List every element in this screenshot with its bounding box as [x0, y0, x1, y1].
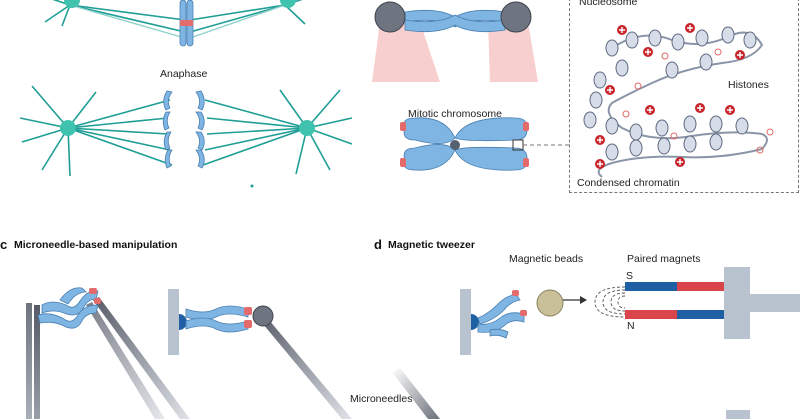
panel-d-assembly	[460, 267, 800, 419]
panel-c-letter: c	[0, 237, 8, 252]
mitotic-chromosome	[400, 117, 569, 171]
glass-surface-d	[460, 289, 471, 355]
paired-magnets-label: Paired magnets	[627, 253, 701, 265]
mitotic-chromosome-label: Mitotic chromosome	[408, 108, 502, 120]
north-pole-label: N	[627, 320, 635, 332]
microneedle-1	[34, 305, 40, 419]
panel-c-title: Microneedle-based manipulation	[14, 239, 178, 251]
chromatin-inset-box	[569, 0, 799, 193]
panel-d-letter: d	[374, 237, 382, 252]
histone-charges-faint	[622, 48, 774, 154]
microneedle-6	[392, 368, 440, 419]
microneedle-5	[258, 314, 352, 419]
plus-signs	[597, 25, 743, 167]
spindle-pole-right	[280, 0, 296, 8]
magnet-holder-arm	[750, 294, 800, 312]
anaphase-pole-right	[299, 120, 315, 136]
microneedles-label: Microneedles	[350, 393, 413, 405]
metaphase-spindle	[44, 0, 306, 47]
anaphase-label: Anaphase	[160, 68, 208, 80]
microneedle-3	[93, 297, 190, 419]
optical-bead-left	[374, 1, 406, 33]
needle-bead	[252, 305, 274, 327]
spindle-pole-left	[64, 0, 80, 8]
field-lines	[594, 286, 626, 318]
nucleosome-label: Nucleosome	[579, 0, 638, 8]
glass-surface-c	[168, 289, 179, 355]
magnetic-bead	[536, 289, 564, 317]
magnet-top	[625, 282, 725, 291]
magnet-bottom	[625, 310, 725, 319]
metaphase-chromosome	[179, 0, 194, 47]
optical-trap-chromosome	[372, 1, 538, 82]
microneedle-2	[26, 303, 32, 419]
histones-label: Histones	[728, 79, 769, 91]
magnet-holder	[724, 267, 750, 339]
holder-bottom-stub	[726, 410, 750, 419]
anaphase-pole-left	[60, 120, 76, 136]
panel-d-title: Magnetic tweezer	[388, 239, 475, 251]
panel-c-left-assembly	[26, 287, 190, 419]
anaphase-spindle	[19, 85, 353, 188]
separating-chromatids	[162, 90, 205, 169]
magnetic-beads-label: Magnetic beads	[509, 253, 584, 265]
optical-bead-right	[500, 1, 532, 33]
condensed-chromatin-fiber	[583, 23, 774, 178]
south-pole-label: S	[626, 270, 634, 282]
panel-c-right-assembly	[168, 289, 352, 419]
condensed-chromatin-label: Condensed chromatin	[577, 177, 680, 189]
microneedle-4	[86, 302, 165, 419]
